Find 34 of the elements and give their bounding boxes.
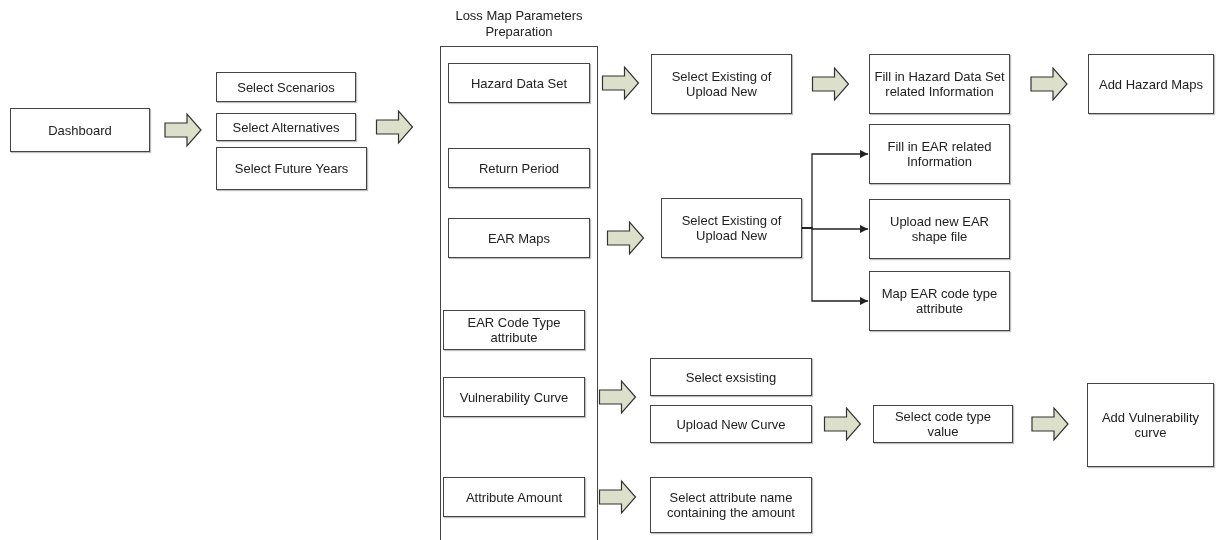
block-arrow: [598, 379, 637, 415]
block-arrow: [598, 479, 637, 515]
block-arrow: [1030, 66, 1068, 102]
block-arrow: [601, 65, 640, 101]
process-box: Dashboard: [10, 108, 150, 152]
process-box: Select Scenarios: [216, 72, 356, 102]
process-box: Select Existing of Upload New: [661, 198, 802, 258]
process-box: Add Vulnerability curve: [1087, 383, 1214, 467]
process-box: Return Period: [448, 148, 590, 188]
process-box: Select code type value: [873, 405, 1013, 443]
block-arrow: [375, 109, 414, 145]
process-box: Fill in Hazard Data Set related Information: [869, 54, 1010, 114]
block-arrow: [1031, 406, 1069, 442]
process-box: EAR Code Type attribute: [443, 310, 585, 350]
arrow: [801, 227, 869, 305]
process-box: Select Future Years: [216, 147, 367, 190]
process-box: Fill in EAR related Information: [869, 124, 1010, 184]
process-box: Select exsisting: [650, 358, 812, 396]
process-box: Upload new EAR shape file: [869, 199, 1010, 259]
process-box: Add Hazard Maps: [1088, 54, 1214, 114]
block-arrow: [606, 220, 645, 256]
block-arrow: [823, 406, 862, 442]
process-box: Map EAR code type attribute: [869, 271, 1010, 331]
process-box: Select attribute name containing the amount: [650, 477, 812, 533]
block-arrow: [164, 112, 202, 148]
group-title: Loss Map Parameters Preparation: [454, 8, 584, 40]
process-box: Vulnerability Curve: [443, 377, 585, 417]
process-box: Hazard Data Set: [448, 63, 590, 103]
process-box: Select Alternatives: [216, 113, 356, 141]
process-box: Attribute Amount: [443, 477, 585, 517]
process-box: Select Existing of Upload New: [651, 54, 792, 114]
process-box: EAR Maps: [448, 218, 590, 258]
block-arrow: [811, 66, 850, 102]
process-box: Upload New Curve: [650, 405, 812, 443]
